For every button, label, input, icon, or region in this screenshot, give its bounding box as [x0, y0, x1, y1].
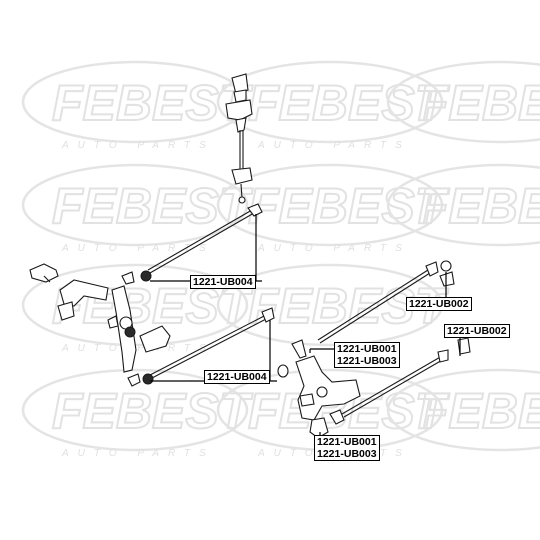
- part-number: 1221-UB002: [447, 325, 507, 337]
- callout-mid-pair: 1221-UB001 1221-UB003: [334, 342, 400, 368]
- watermark-logo: FEBEST: [386, 163, 540, 247]
- part-number: 1221-UB001: [337, 343, 397, 355]
- watermark-logo: FEBEST AUTO PARTS: [21, 368, 255, 459]
- callout-right-top: 1221-UB002: [406, 297, 472, 311]
- center-bushing: [277, 364, 289, 378]
- watermark-logo: FEBEST AUTO PARTS: [21, 60, 255, 151]
- right-lower-rod: [341, 337, 471, 418]
- callout-bottom-pair: 1221-UB001 1221-UB003: [314, 435, 380, 461]
- watermark-logo: FEBEST: [386, 368, 540, 452]
- watermark-logo: FEBEST: [386, 60, 540, 144]
- shift-lever: [225, 73, 253, 204]
- watermark-sub-text: AUTO PARTS: [257, 140, 411, 151]
- part-number: 1221-UB004: [207, 371, 267, 383]
- watermark-brand-text: FEBEST: [248, 75, 450, 131]
- right-upper-rod: [317, 260, 455, 344]
- part-number: 1221-UB003: [337, 355, 397, 367]
- watermark-brand-text: FEBEST: [418, 178, 540, 234]
- upper-shift-rod: [121, 203, 263, 285]
- right-linkage: [291, 339, 361, 439]
- lower-shift-rod: [127, 307, 275, 387]
- callout-upper-rod: 1221-UB004: [190, 275, 256, 289]
- part-number: 1221-UB004: [193, 276, 253, 288]
- watermark-brand-text: FEBEST: [52, 383, 254, 439]
- watermark-brand-text: FEBEST: [418, 75, 540, 131]
- watermark-sub-text: AUTO PARTS: [61, 243, 215, 254]
- watermark-logo: FEBEST AUTO PARTS: [21, 163, 255, 254]
- part-number: 1221-UB001: [317, 436, 377, 448]
- watermark-sub-text: AUTO PARTS: [61, 140, 215, 151]
- left-linkage: [29, 263, 171, 373]
- part-number: 1221-UB003: [317, 448, 377, 460]
- watermark-sub-text: AUTO PARTS: [61, 343, 215, 354]
- watermark-logo: FEBEST AUTO PARTS: [216, 163, 451, 254]
- watermark-sub-text: AUTO PARTS: [61, 448, 215, 459]
- callout-right-side: 1221-UB002: [444, 324, 510, 338]
- watermark-sub-text: AUTO PARTS: [257, 243, 411, 254]
- watermark-logo: FEBEST AUTO PARTS: [216, 60, 451, 151]
- watermark-brand-text: FEBEST: [248, 178, 450, 234]
- callout-lower-rod: 1221-UB004: [204, 370, 270, 384]
- watermark-brand-text: FEBEST: [52, 75, 254, 131]
- watermark-brand-text: FEBEST: [52, 178, 254, 234]
- part-number: 1221-UB002: [409, 298, 469, 310]
- watermark-brand-text: FEBEST: [418, 383, 540, 439]
